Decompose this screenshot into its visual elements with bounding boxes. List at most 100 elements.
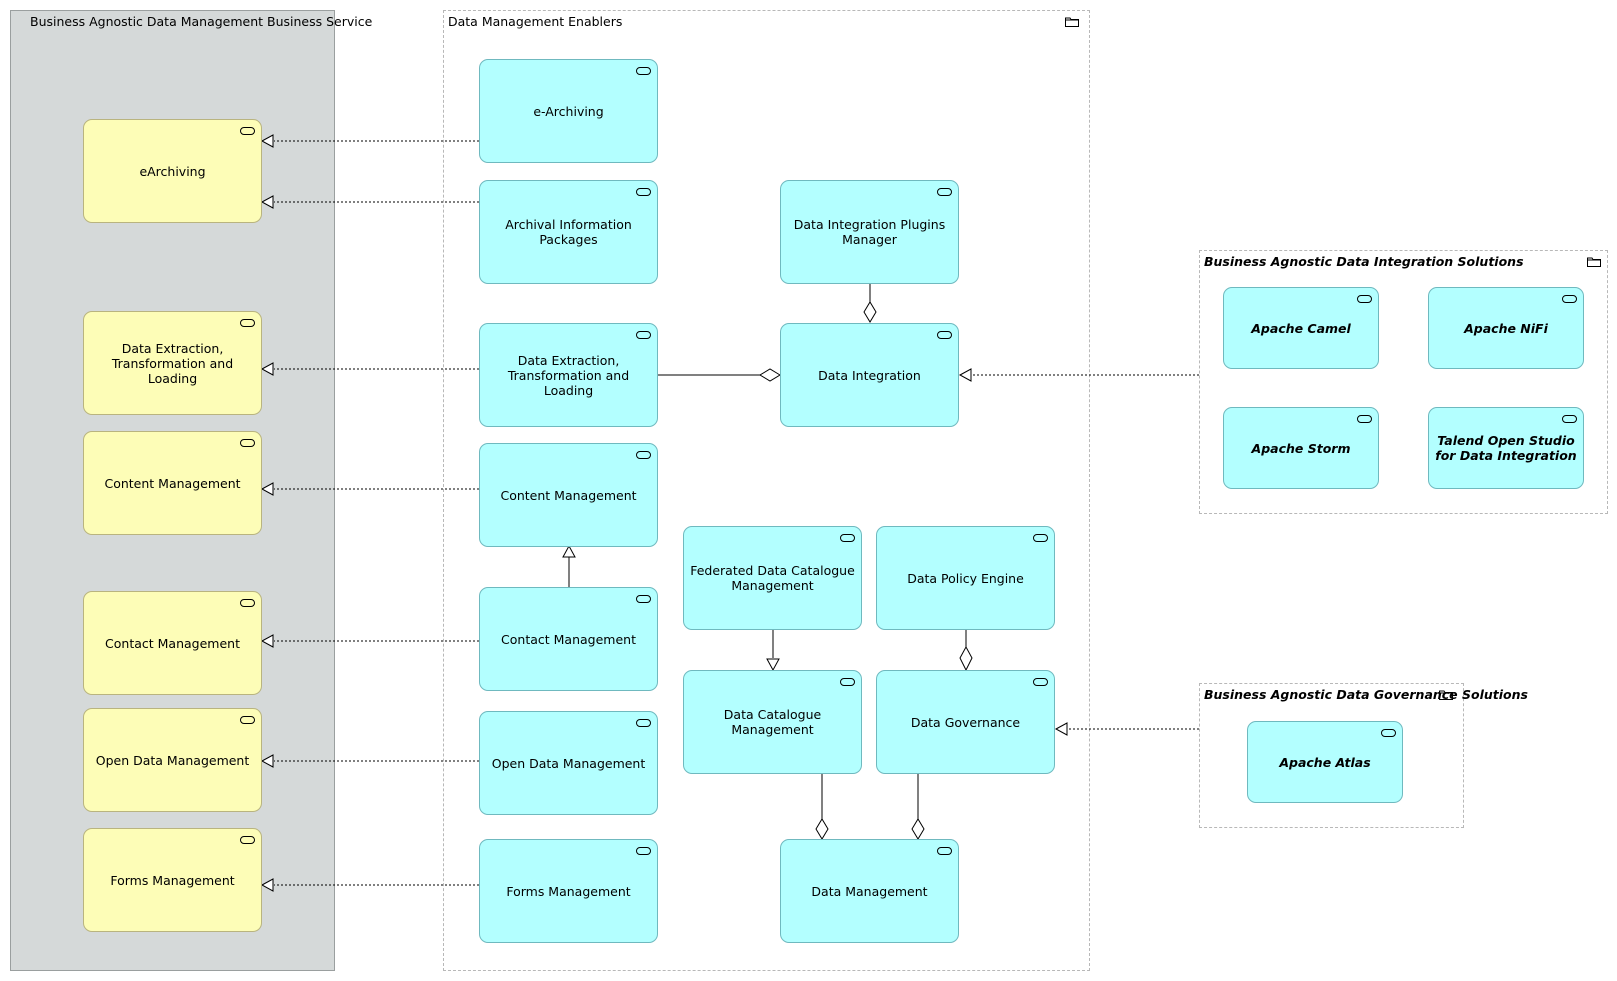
specialization-arrowheads xyxy=(562,544,780,672)
service-icon xyxy=(1562,295,1577,303)
integration-solutions-group-title: Business Agnostic Data Integration Solut… xyxy=(1204,254,1524,269)
enabler-contact-management[interactable]: Contact Management xyxy=(479,587,658,691)
service-icon xyxy=(636,847,651,855)
service-icon xyxy=(636,595,651,603)
service-icon xyxy=(840,678,855,686)
node-label: Data Policy Engine xyxy=(907,570,1024,586)
node-label: Open Data Management xyxy=(95,752,250,768)
enabler-e-archiving[interactable]: e-Archiving xyxy=(479,59,658,163)
enabler-federated-data-catalogue-management[interactable]: Federated Data Catalogue Management xyxy=(683,526,862,630)
enablers-group-title: Data Management Enablers xyxy=(448,14,623,29)
realization-connectors xyxy=(274,140,1199,886)
arrowhead xyxy=(260,134,274,148)
business-service-open-data-management[interactable]: Open Data Management xyxy=(83,708,262,812)
service-icon xyxy=(636,451,651,459)
node-label: Data Management xyxy=(811,883,928,899)
service-icon xyxy=(636,67,651,75)
service-icon xyxy=(1562,415,1577,423)
node-label: Data Extraction, Transformation and Load… xyxy=(507,352,630,398)
enabler-content-management[interactable]: Content Management xyxy=(479,443,658,547)
enabler-archival-information-packages[interactable]: Archival Information Packages xyxy=(479,180,658,284)
node-label: Open Data Management xyxy=(491,755,646,771)
solution-apache-atlas[interactable]: Apache Atlas xyxy=(1247,721,1403,803)
diamond xyxy=(863,301,877,323)
solution-apache-nifi[interactable]: Apache NiFi xyxy=(1428,287,1584,369)
service-icon xyxy=(240,439,255,447)
enabler-data-catalogue-management[interactable]: Data Catalogue Management xyxy=(683,670,862,774)
service-icon xyxy=(240,319,255,327)
enabler-data-policy-engine[interactable]: Data Policy Engine xyxy=(876,526,1055,630)
node-label: Data Governance xyxy=(910,714,1021,730)
governance-solutions-group-title: Business Agnostic Data Governance Soluti… xyxy=(1204,687,1528,702)
arrowhead xyxy=(562,544,576,558)
node-label: Forms Management xyxy=(506,883,631,899)
node-label: Talend Open Studio for Data Integration xyxy=(1435,433,1577,463)
node-label: Data Extraction, Transformation and Load… xyxy=(111,340,234,386)
arrowhead xyxy=(1054,722,1068,736)
arrowhead xyxy=(260,195,274,209)
enabler-etl[interactable]: Data Extraction, Transformation and Load… xyxy=(479,323,658,427)
node-label: Content Management xyxy=(500,487,637,503)
arrowhead xyxy=(260,634,274,648)
solution-talend-open-studio[interactable]: Talend Open Studio for Data Integration xyxy=(1428,407,1584,489)
diamond xyxy=(959,645,973,672)
node-label: Apache NiFi xyxy=(1464,320,1548,336)
diamond xyxy=(911,818,925,840)
service-icon xyxy=(240,127,255,135)
solution-apache-storm[interactable]: Apache Storm xyxy=(1223,407,1379,489)
business-service-contact-management[interactable]: Contact Management xyxy=(83,591,262,695)
arrowhead xyxy=(260,754,274,768)
folder-icon xyxy=(1439,690,1453,700)
service-icon xyxy=(1357,415,1372,423)
node-label: Forms Management xyxy=(110,872,235,888)
service-icon xyxy=(937,331,952,339)
solution-apache-camel[interactable]: Apache Camel xyxy=(1223,287,1379,369)
node-label: Contact Management xyxy=(105,635,240,651)
enabler-open-data-management[interactable]: Open Data Management xyxy=(479,711,658,815)
arrowhead xyxy=(958,368,972,382)
enabler-data-governance[interactable]: Data Governance xyxy=(876,670,1055,774)
service-icon xyxy=(240,716,255,724)
arrowhead xyxy=(260,482,274,496)
node-label: Content Management xyxy=(104,475,241,491)
business-service-forms-management[interactable]: Forms Management xyxy=(83,828,262,932)
node-label: Apache Storm xyxy=(1251,440,1351,456)
service-icon xyxy=(1381,729,1396,737)
aggregation-diamonds xyxy=(759,301,973,840)
node-label: Apache Camel xyxy=(1251,320,1351,336)
arrowhead xyxy=(260,362,274,376)
service-icon xyxy=(1033,678,1048,686)
service-icon xyxy=(240,836,255,844)
node-label: Federated Data Catalogue Management xyxy=(690,563,855,593)
diamond xyxy=(815,818,829,840)
enabler-data-management[interactable]: Data Management xyxy=(780,839,959,943)
enabler-data-integration-plugins-manager[interactable]: Data Integration Plugins Manager xyxy=(780,180,959,284)
service-icon xyxy=(240,599,255,607)
business-service-content-management[interactable]: Content Management xyxy=(83,431,262,535)
diamond xyxy=(759,368,781,382)
service-icon xyxy=(636,331,651,339)
service-icon xyxy=(937,847,952,855)
specialization-connectors xyxy=(568,557,774,658)
enabler-forms-management[interactable]: Forms Management xyxy=(479,839,658,943)
aggregation-connectors xyxy=(658,283,967,819)
arrowhead xyxy=(766,658,780,672)
service-icon xyxy=(937,188,952,196)
business-service-group-title: Business Agnostic Data Management Busine… xyxy=(30,14,373,29)
node-label: Archival Information Packages xyxy=(505,217,632,247)
node-label: Data Integration Plugins Manager xyxy=(793,217,946,247)
service-icon xyxy=(636,719,651,727)
business-service-etl[interactable]: Data Extraction, Transformation and Load… xyxy=(83,311,262,415)
node-label: Data Catalogue Management xyxy=(723,707,822,737)
folder-icon xyxy=(1065,17,1079,27)
enabler-data-integration[interactable]: Data Integration xyxy=(780,323,959,427)
business-service-earchiving[interactable]: eArchiving xyxy=(83,119,262,223)
realization-arrowheads xyxy=(260,134,1068,892)
service-icon xyxy=(1033,534,1048,542)
node-label: Data Integration xyxy=(818,367,921,383)
service-icon xyxy=(1357,295,1372,303)
node-label: Contact Management xyxy=(501,631,636,647)
node-label: eArchiving xyxy=(139,163,206,179)
arrowhead xyxy=(260,878,274,892)
